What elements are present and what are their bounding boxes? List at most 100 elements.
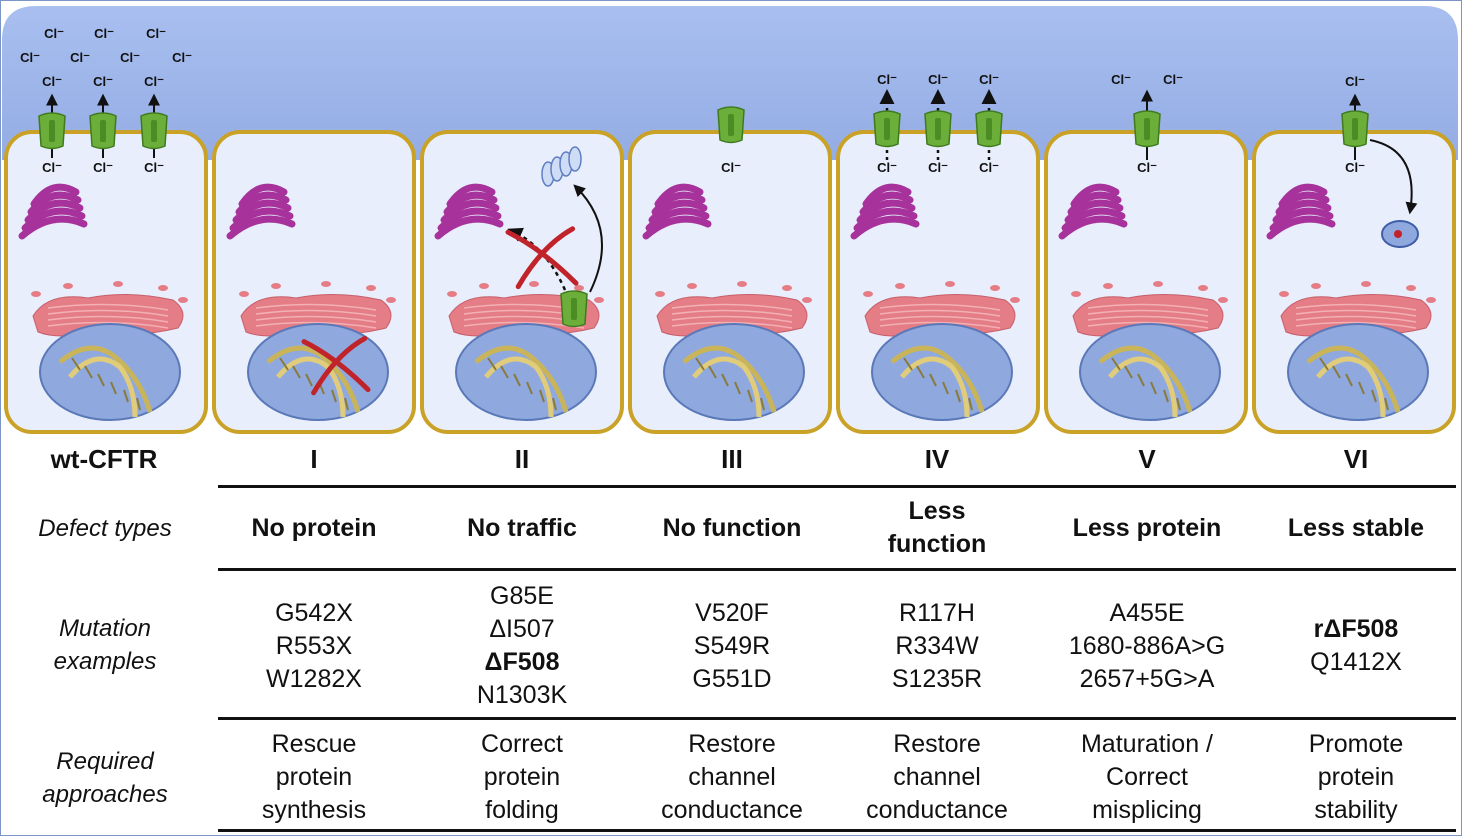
- row-header-mutation-line-2: examples: [53, 648, 157, 675]
- row-header-approaches-line-2: approaches: [42, 781, 168, 808]
- dna-base-pair: [955, 389, 961, 403]
- dna-base-pair: [968, 397, 973, 411]
- endoplasmic-reticulum-vesicle: [1103, 283, 1113, 289]
- column-header-I: I: [310, 444, 318, 474]
- chloride-ion-outside: Cl⁻: [93, 74, 113, 89]
- golgi-apparatus: [434, 183, 504, 240]
- golgi-apparatus: [642, 183, 712, 240]
- endoplasmic-reticulum-fold: [47, 309, 169, 317]
- cftr-channel-pore: [935, 118, 941, 140]
- chloride-ion-lumen: Cl⁻: [70, 50, 90, 65]
- cftr-channel-pore: [49, 120, 55, 142]
- endoplasmic-reticulum-fold: [879, 315, 1001, 323]
- dna-base-pair: [916, 365, 925, 379]
- endoplasmic-reticulum-fold: [1295, 303, 1417, 311]
- required-approach-line: Restore: [893, 729, 981, 758]
- required-approach-line: folding: [485, 795, 559, 824]
- mutation-example-line: S549R: [693, 631, 771, 660]
- golgi-apparatus: [850, 183, 920, 240]
- nucleus-envelope: [663, 323, 805, 421]
- dna-base-pair: [71, 357, 81, 371]
- dna-base-pair: [1176, 397, 1181, 411]
- dna-base-pair: [84, 365, 93, 379]
- table-rule-4: [218, 829, 1456, 832]
- cftr-channel-pore: [986, 118, 992, 140]
- endoplasmic-reticulum-fold: [879, 309, 1001, 317]
- nucleus: [871, 323, 1013, 421]
- golgi-apparatus-cisterna: [238, 183, 288, 208]
- endoplasmic-reticulum-fold: [1295, 321, 1417, 329]
- nucleus: [663, 323, 805, 421]
- endoplasmic-reticulum-fold: [255, 303, 377, 311]
- mutation-example-line: G85E: [490, 582, 554, 610]
- golgi-apparatus-cisterna: [645, 207, 710, 232]
- nucleus-envelope: [1287, 323, 1429, 421]
- mutation-example-line: G542X: [275, 598, 353, 627]
- endoplasmic-reticulum-vesicle: [529, 281, 539, 287]
- dna-base-pair: [305, 373, 313, 387]
- chloride-ion-outside: Cl⁻: [1163, 72, 1183, 87]
- golgi-apparatus-cisterna: [446, 183, 496, 208]
- chloride-ion-lumen: Cl⁻: [94, 26, 114, 41]
- dna-strand-a: [1306, 345, 1401, 413]
- dna-base-pair: [97, 373, 105, 387]
- dna-base-pair: [721, 373, 729, 387]
- mutation-example-line: Q1412X: [1310, 648, 1402, 676]
- mutation-example-line: N1303K: [476, 681, 568, 709]
- endoplasmic-reticulum: [239, 281, 396, 337]
- golgi-apparatus-cisterna: [642, 215, 712, 240]
- endoplasmic-reticulum-vesicle: [1279, 291, 1289, 297]
- required-approach-line: channel: [688, 762, 776, 791]
- chloride-ion-inside: Cl⁻: [93, 160, 113, 175]
- dna-strand-a: [1098, 345, 1193, 413]
- table-rule-1: [218, 485, 1456, 488]
- endoplasmic-reticulum-fold: [255, 315, 377, 323]
- golgi-apparatus: [226, 183, 296, 240]
- chloride-ion-lumen: Cl⁻: [172, 50, 192, 65]
- column-header-wt: wt-CFTR: [50, 444, 158, 474]
- endoplasmic-reticulum: [31, 281, 188, 337]
- dna-base-pair: [734, 381, 741, 395]
- table-rule-2: [218, 568, 1456, 571]
- dna-base-pair: [1384, 397, 1389, 411]
- endoplasmic-reticulum-vesicle: [655, 291, 665, 297]
- row-header-defect-types: Defect types: [38, 515, 172, 542]
- dna-base-pair: [500, 365, 509, 379]
- defect-type-line: Less protein: [1072, 513, 1222, 542]
- cftr-channel: [924, 110, 952, 148]
- golgi-apparatus-cisterna: [1064, 199, 1124, 224]
- endoplasmic-reticulum-vesicle: [1426, 297, 1436, 303]
- mutation-example-line: S1235R: [891, 664, 983, 693]
- endoplasmic-reticulum-vesicle: [1153, 281, 1163, 287]
- golgi-apparatus-cisterna: [1067, 191, 1122, 216]
- golgi-apparatus-cisterna: [651, 191, 706, 216]
- chloride-ion-inside: Cl⁻: [42, 160, 62, 175]
- endoplasmic-reticulum-vesicle: [158, 285, 168, 291]
- cftr-channel: [1133, 110, 1161, 148]
- nucleus-envelope: [871, 323, 1013, 421]
- required-approach-line: Correct: [481, 729, 563, 758]
- blocked-traffic-arrow: [507, 227, 567, 291]
- endoplasmic-reticulum-fold: [47, 321, 169, 329]
- endoplasmic-reticulum-vesicle: [1010, 297, 1020, 303]
- table-rule-3: [218, 717, 1456, 720]
- dna-strand-b: [1108, 356, 1178, 418]
- cftr-channel: [89, 112, 117, 150]
- closed-cftr-channel: [717, 106, 745, 144]
- golgi-apparatus-cisterna: [853, 207, 918, 232]
- dna-base-pair: [331, 389, 337, 403]
- golgi-apparatus-cisterna: [856, 199, 916, 224]
- chloride-ion-outside: Cl⁻: [877, 72, 897, 87]
- misfolded-cftr-channel-pore: [571, 298, 577, 320]
- chloride-ion-outside: Cl⁻: [979, 72, 999, 87]
- golgi-apparatus-cisterna: [434, 215, 504, 240]
- dna-strand-a: [682, 345, 777, 413]
- chloride-ion-outside: Cl⁻: [42, 74, 62, 89]
- golgi-apparatus-cisterna: [235, 191, 290, 216]
- golgi-apparatus-cisterna: [1269, 207, 1334, 232]
- dna-base-pair: [123, 389, 129, 403]
- required-approach-line: Correct: [1106, 762, 1188, 791]
